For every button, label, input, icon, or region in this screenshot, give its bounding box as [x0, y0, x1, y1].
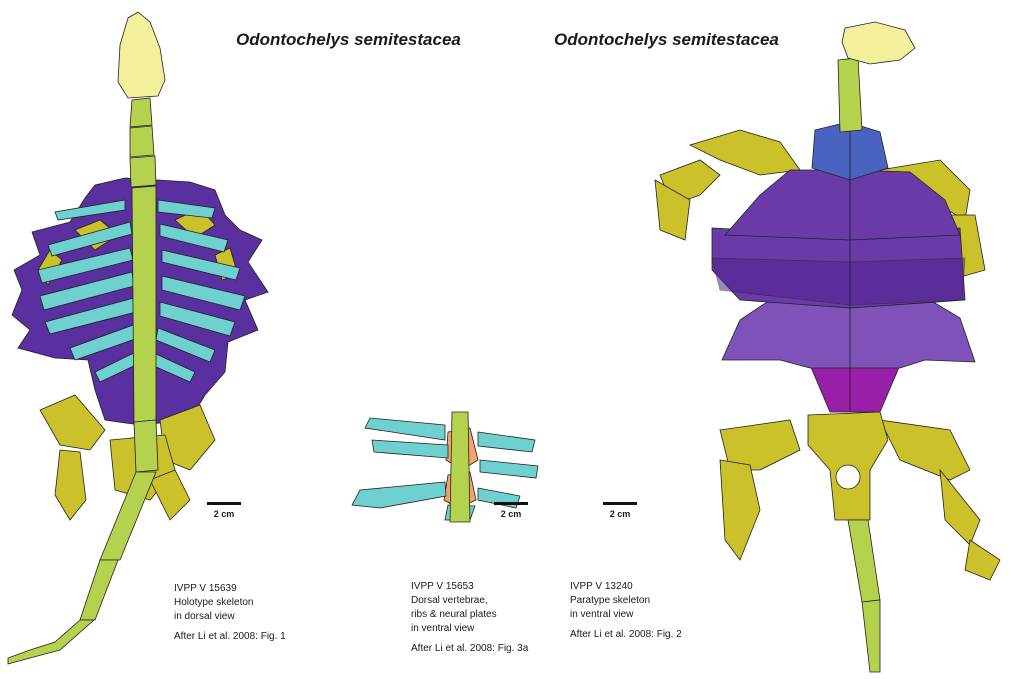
caption-dorsal-view: in ventral view [411, 622, 528, 636]
scale-bar-paratype: 2 cm [597, 502, 643, 519]
paratype-skull [842, 22, 915, 64]
holotype-skeleton [8, 12, 268, 664]
caption-dorsal: IVPP V 15653 Dorsal vertebrae, ribs & ne… [411, 580, 528, 656]
caption-paratype-ref: After Li et al. 2008: Fig. 2 [570, 628, 682, 642]
caption-paratype-view: in ventral view [570, 608, 682, 622]
caption-holotype-specimen: IVPP V 15639 [174, 582, 286, 596]
scale-bar-dorsal: 2 cm [488, 502, 534, 519]
scale-bar-holotype: 2 cm [201, 502, 247, 519]
caption-holotype-view: in dorsal view [174, 610, 286, 624]
caption-holotype: IVPP V 15639 Holotype skeleton in dorsal… [174, 582, 286, 644]
caption-paratype: IVPP V 13240 Paratype skeleton in ventra… [570, 580, 682, 642]
caption-dorsal-ref: After Li et al. 2008: Fig. 3a [411, 642, 528, 656]
paratype-skeleton [655, 22, 1000, 672]
hypoplastron [722, 300, 975, 368]
caption-holotype-desc: Holotype skeleton [174, 596, 286, 610]
caption-dorsal-desc: Dorsal vertebrae, [411, 594, 528, 608]
caption-holotype-ref: After Li et al. 2008: Fig. 1 [174, 630, 286, 644]
xiphiplastron [810, 365, 900, 412]
caption-dorsal-desc2: ribs & neural plates [411, 608, 528, 622]
holotype-skull [118, 12, 165, 98]
caption-paratype-specimen: IVPP V 13240 [570, 580, 682, 594]
caption-dorsal-specimen: IVPP V 15653 [411, 580, 528, 594]
caption-paratype-desc: Paratype skeleton [570, 594, 682, 608]
